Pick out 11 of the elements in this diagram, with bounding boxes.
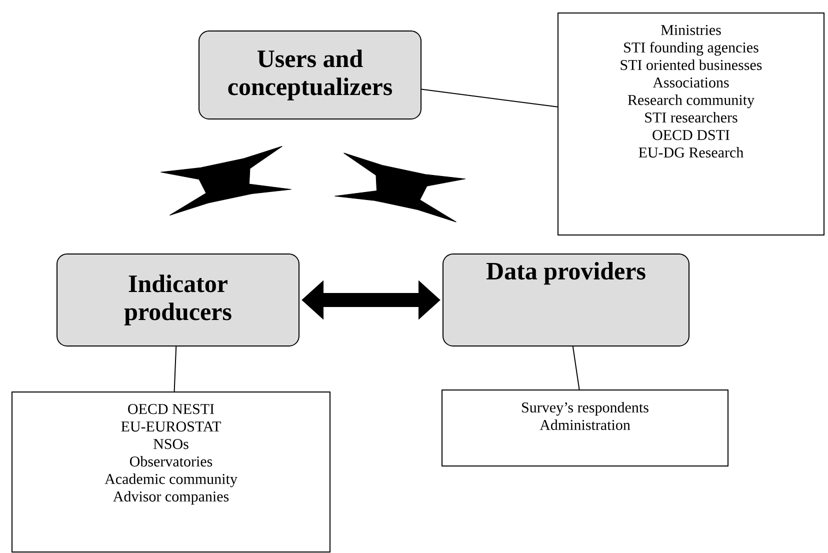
connector-line (421, 88, 558, 108)
fork-connector (160, 146, 292, 216)
heading-box: Indicator producers (56, 254, 300, 346)
heading-box: Users and conceptualizers (198, 30, 422, 120)
connector-line (572, 346, 580, 390)
fork-connector (334, 152, 466, 222)
list-box: OECD NESTI EU-EUROSTAT NSOs Observatories Academic community Advisor companies (12, 392, 330, 552)
heading-box: Data providers (442, 254, 690, 346)
list-box: Survey’s respondents Administration (442, 390, 728, 466)
list-box: Ministries STI founding agencies STI oriented businesses Associations Research community STI researchers OECD DSTI EU-DG Research (558, 12, 824, 236)
connector-line (174, 346, 177, 392)
